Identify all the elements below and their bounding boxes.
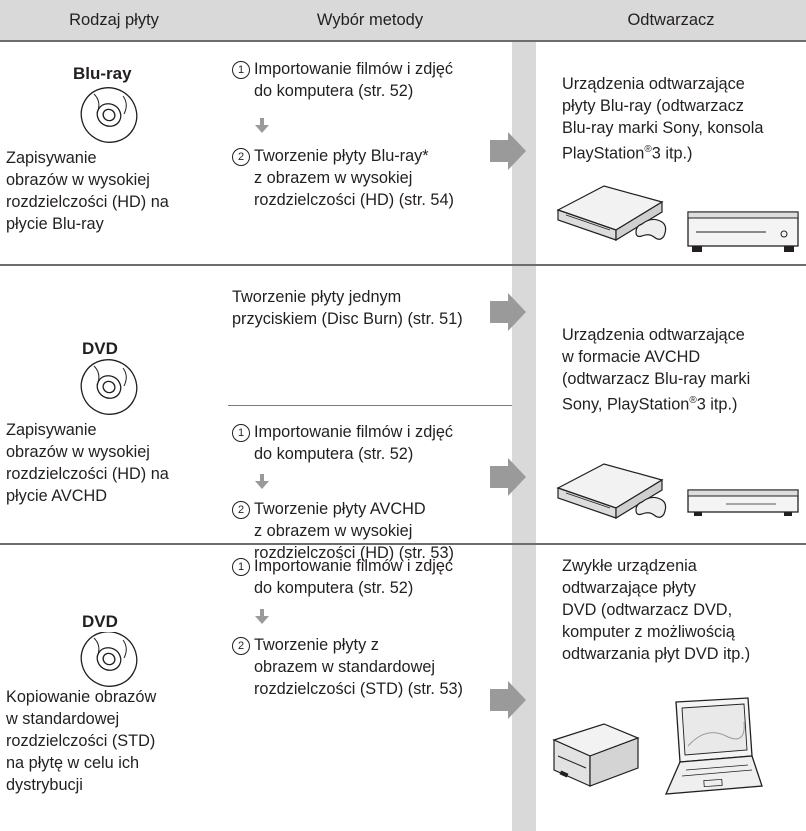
arrow-down-icon (255, 609, 269, 630)
row2-method-disc-burn: Tworzenie płyty jednym przyciskiem (Disc… (232, 288, 463, 328)
registered-mark: ® (644, 144, 652, 155)
playstation-console-icon (552, 180, 684, 255)
row2-player: Urządzenia odtwarzające w formacie AVCHD… (562, 326, 751, 414)
row1-player: Urządzenia odtwarzające płyty Blu-ray (o… (562, 75, 764, 163)
bluray-player-icon (686, 208, 802, 261)
row3-description: Kopiowanie obrazów w standardowej rozdzi… (6, 688, 157, 794)
arrow-down-icon (255, 118, 269, 139)
dvd-player-icon (550, 716, 642, 801)
row1-step1-text: Importowanie filmów i zdjęć do komputera… (254, 60, 454, 100)
method-sub-rule (228, 405, 512, 406)
step-number: 1 (232, 558, 250, 576)
row3-step1-text: Importowanie filmów i zdjęć do komputera… (254, 557, 454, 597)
playstation-console-icon (552, 458, 684, 533)
laptop-icon (656, 696, 764, 805)
header-rule (0, 40, 806, 42)
step-number: 1 (232, 61, 250, 79)
row3-player: Zwykłe urządzenia odtwarzające płyty DVD… (562, 557, 751, 663)
row-rule-1 (0, 264, 806, 266)
arrow-right-icon (490, 132, 526, 175)
avchd-player-icon (686, 486, 802, 527)
row1-step2-text: Tworzenie płyty Blu-ray* z obrazem w wys… (254, 147, 454, 209)
arrow-right-icon (490, 458, 526, 501)
row3-step2-text: Tworzenie płyty z obrazem w standardowej… (254, 636, 463, 698)
table-header (0, 0, 806, 40)
arrow-right-icon (490, 681, 526, 724)
header-disc-type: Rodzaj płyty (69, 11, 159, 29)
dvd-disc-icon (59, 335, 155, 419)
header-method: Wybór metody (316, 11, 424, 29)
header-player: Odtwarzacz (627, 11, 715, 29)
step-number: 2 (232, 148, 250, 166)
bluray-disc-icon (59, 60, 155, 144)
disc-logo-text: Blu-ray (71, 64, 134, 84)
dvd-disc-icon (59, 607, 155, 691)
row-rule-2 (0, 543, 806, 545)
step-number: 2 (232, 637, 250, 655)
row2-step1-text: Importowanie filmów i zdjęć do komputera… (254, 423, 454, 463)
row2-description: Zapisywanie obrazów w wysokiej rozdzielc… (6, 421, 169, 505)
disc-logo-text: DVD (80, 339, 120, 359)
registered-mark: ® (689, 395, 697, 406)
row2-step2-text: Tworzenie płyty AVCHD z obrazem w wysoki… (254, 500, 454, 562)
row1-description: Zapisywanie obrazów w wysokiej rozdzielc… (6, 149, 169, 233)
arrow-right-icon (490, 293, 526, 336)
step-number: 1 (232, 424, 250, 442)
arrow-down-icon (255, 474, 269, 495)
step-number: 2 (232, 501, 250, 519)
disc-logo-text: DVD (80, 612, 120, 632)
